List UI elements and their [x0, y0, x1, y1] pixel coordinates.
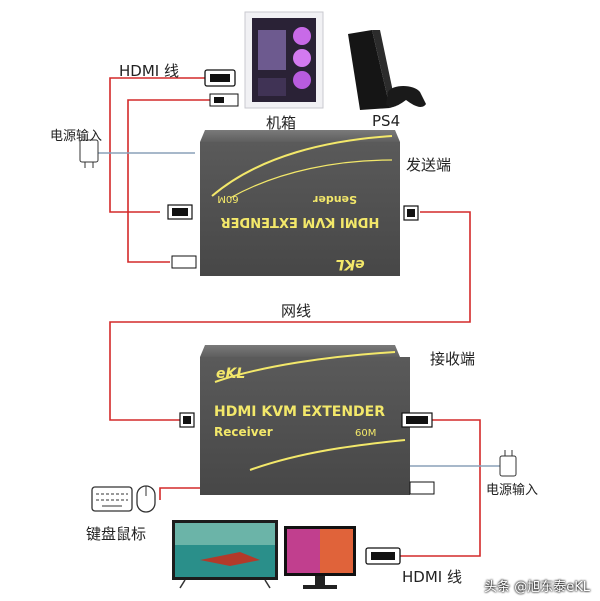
monitor-image — [284, 526, 356, 589]
mouse-icon — [136, 485, 156, 513]
label-sender-side: 发送端 — [406, 156, 452, 174]
sender-usb-port — [171, 255, 197, 269]
tv-image — [172, 520, 278, 589]
receiver-usb-port — [409, 481, 435, 495]
hdmi-plug-bottom — [365, 547, 401, 565]
cable-network — [109, 211, 471, 421]
label-keyboard-mouse: 键盘鼠标 — [86, 525, 147, 543]
usb-plug-top — [209, 93, 239, 107]
sender-distance: 60M — [217, 193, 238, 204]
receiver-title: HDMI KVM EXTENDER — [214, 404, 385, 420]
sender-title: HDMI KVM EXTENDER — [221, 214, 380, 229]
hdmi-plug-top — [204, 69, 236, 87]
label-receiver-side: 接收端 — [430, 350, 476, 368]
sender-device: HDMI KVM EXTENDER Sender 60M eKL — [167, 130, 419, 276]
cable-usb-pc-to-sender — [127, 99, 210, 263]
sender-brand-logo: eKL — [335, 256, 364, 272]
label-network-cable: 网线 — [281, 302, 312, 320]
power-adapter-top — [79, 139, 99, 168]
label-pc-case: 机箱 — [266, 114, 297, 132]
receiver-brand-logo: eKL — [216, 366, 245, 382]
label-power-input-bottom: 电源输入 — [486, 483, 539, 498]
label-power-input-top: 电源输入 — [50, 129, 103, 144]
watermark-text: 头条 @旭东泰eKL — [484, 580, 590, 595]
power-lines — [95, 152, 500, 467]
cable-hdmi-pc-to-sender — [109, 77, 205, 213]
label-hdmi-cable-bottom: HDMI 线 — [402, 568, 462, 586]
sender-role: Sender — [312, 193, 357, 206]
receiver-distance: 60M — [355, 428, 376, 439]
keyboard-icon — [91, 486, 133, 512]
pc-case-image — [244, 11, 324, 109]
ps4-image — [348, 30, 426, 110]
label-ps4: PS4 — [372, 112, 401, 130]
receiver-device: eKL HDMI KVM EXTENDER Receiver 60M — [179, 345, 435, 495]
cable-hdmi-receiver-to-monitor — [400, 419, 481, 557]
label-hdmi-cable-top: HDMI 线 — [119, 62, 179, 80]
power-adapter-bottom — [499, 450, 517, 477]
receiver-role: Receiver — [214, 425, 273, 439]
